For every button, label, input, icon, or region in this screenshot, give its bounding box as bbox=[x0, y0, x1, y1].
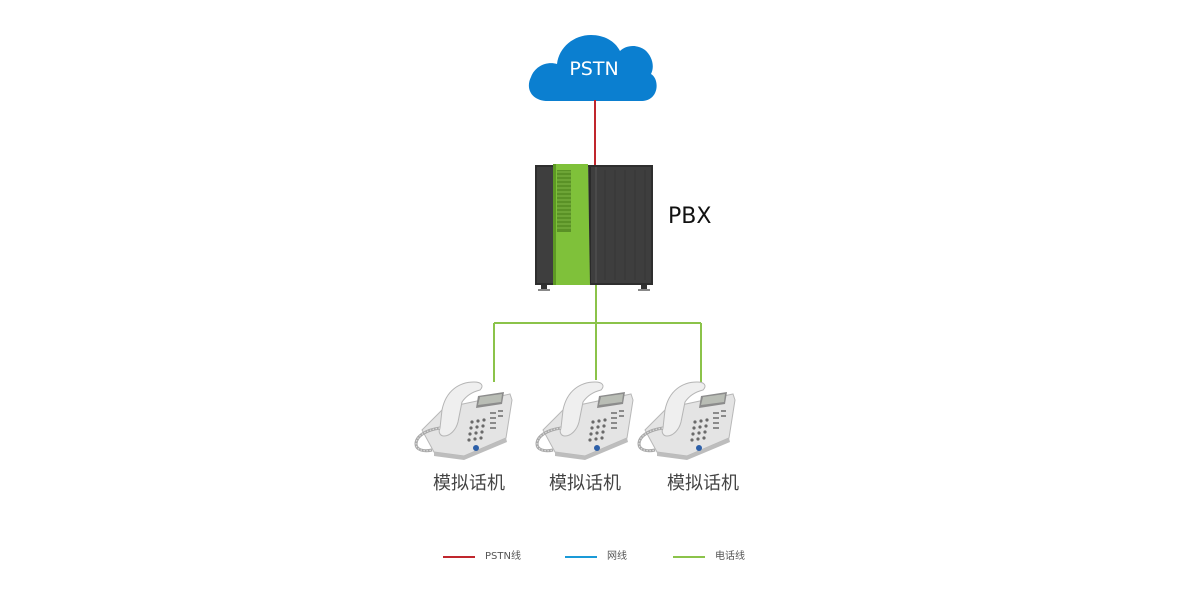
phone-label: 模拟话机 bbox=[549, 473, 621, 494]
legend-label: 网线 bbox=[607, 551, 627, 562]
legend-swatch bbox=[443, 556, 475, 558]
phone-label: 模拟话机 bbox=[667, 473, 739, 494]
pstn-cloud-label: PSTN bbox=[569, 58, 619, 80]
legend: PSTN线 网线 电话线 bbox=[0, 549, 1200, 565]
phone-lines bbox=[493, 285, 702, 382]
pstn-cloud-icon bbox=[528, 35, 657, 101]
legend-swatch bbox=[565, 556, 597, 558]
analog-phone-icon bbox=[414, 380, 514, 462]
legend-label: 电话线 bbox=[715, 551, 745, 562]
analog-phone-icon bbox=[535, 380, 635, 462]
pbx-cabinet-icon bbox=[535, 164, 653, 291]
pbx-label: PBX bbox=[668, 204, 712, 229]
analog-phone-icon bbox=[637, 380, 737, 462]
phone-label: 模拟话机 bbox=[433, 473, 505, 494]
legend-swatch bbox=[673, 556, 705, 558]
legend-label: PSTN线 bbox=[485, 551, 521, 562]
